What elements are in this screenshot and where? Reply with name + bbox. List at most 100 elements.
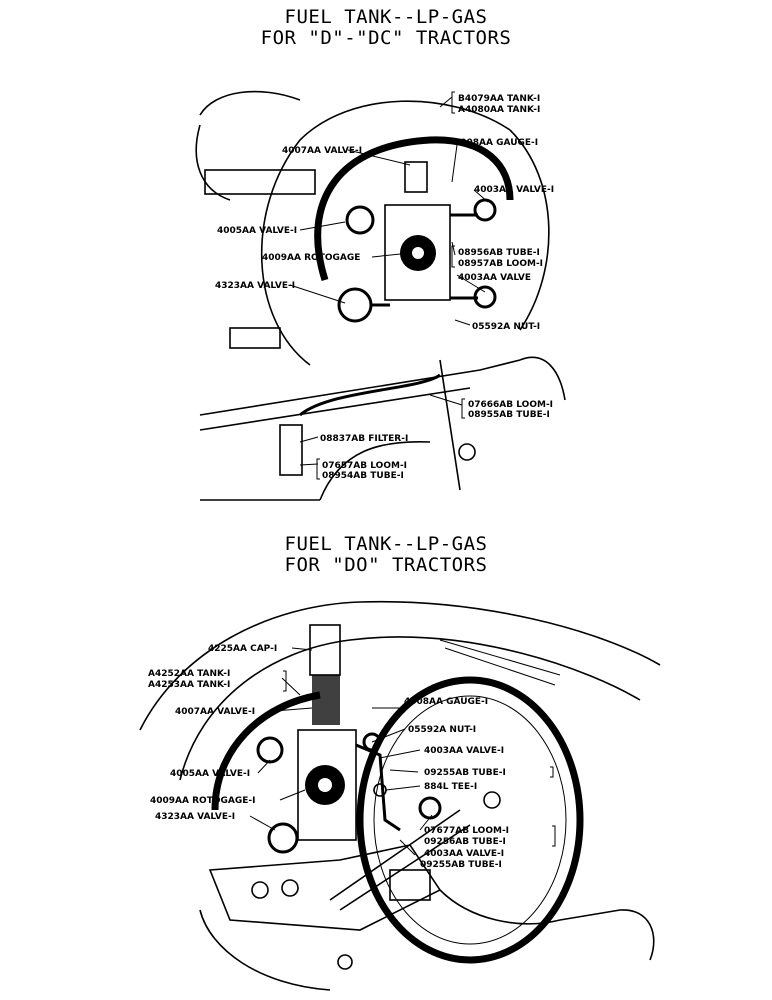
- section2-figure: 4225AA CAP-I A4252AA TANK-I A4253AA TANK…: [0, 590, 772, 995]
- s1-label-tank-b: A4080AA TANK-I: [458, 105, 540, 115]
- s2-valve-top: [312, 675, 340, 725]
- s2-valve-left-upper: [256, 736, 284, 764]
- s2-dash-hatch: [439, 639, 561, 686]
- s1-leader-rotogage: [371, 252, 411, 258]
- s2-tee: [373, 783, 387, 797]
- s1-leader-filter: [299, 436, 319, 443]
- s1-label-valve4007: 4007AA VALVE-I: [282, 146, 362, 156]
- s2-hood-inner: [179, 636, 641, 781]
- section1-title: FUEL TANK--LP-GAS FOR "D"-"DC" TRACTORS: [0, 7, 772, 49]
- s2-leaders: [249, 647, 433, 856]
- s2-bracket-loom: [552, 825, 556, 847]
- s1-label-nut: 05592A NUT-I: [472, 322, 540, 332]
- s2-label-valve4323: 4323AA VALVE-I: [155, 812, 235, 822]
- s1-label-rotogage: 4009AA ROTOGAGE: [262, 253, 360, 263]
- s1-frame-rail: [199, 359, 521, 416]
- s1-manifold: [384, 204, 451, 301]
- s1-rotogage-center: [412, 247, 424, 259]
- s1-label-tube08954: 08954AB TUBE-I: [322, 471, 404, 481]
- s2-steering-wheel-inner: [373, 695, 567, 945]
- section2-illustration: 4225AA CAP-I A4252AA TANK-I A4253AA TANK…: [139, 600, 661, 991]
- s1-leader-valve4323: [289, 284, 346, 304]
- s2-label-tube09256: 09256AB TUBE-I: [424, 837, 506, 847]
- s1-leader-valve4003: [473, 189, 489, 203]
- s2-steering-wheel: [356, 676, 584, 964]
- s1-leader-valve4007: [347, 149, 411, 166]
- s2-leader-nut: [371, 728, 406, 743]
- s2-label-cap: 4225AA CAP-I: [208, 644, 277, 654]
- s1-bracket-loom: [461, 398, 465, 419]
- s2-rotogage-center: [318, 778, 332, 792]
- s1-label-valve4323: 4323AA VALVE-I: [215, 281, 295, 291]
- s1-label-valve4003-top: 4003AA VALVE-I: [474, 185, 554, 195]
- s1-label-valve4005: 4005AA VALVE-I: [217, 226, 297, 236]
- s2-lower-curve: [199, 909, 331, 991]
- section1-title-line2: FOR "D"-"DC" TRACTORS: [260, 27, 512, 49]
- s1-leader-loom2: [299, 463, 319, 466]
- s1-label-loom07666: 07666AB LOOM-I: [468, 400, 553, 410]
- section2-title-line1: FUEL TANK--LP-GAS: [284, 533, 488, 555]
- s2-gauge-1: [251, 881, 269, 899]
- s2-leader-loom: [419, 814, 433, 831]
- section1-illustration: B4079AA TANK-I A4080AA TANK-I 4007AA VAL…: [195, 90, 566, 501]
- s1-bracket-tube: [451, 245, 455, 268]
- s2-label-gauge: 4008AA GAUGE-I: [404, 697, 488, 707]
- s1-frame-rail-2: [199, 387, 471, 431]
- s2-tube: [355, 743, 401, 832]
- s1-right-frame: [519, 356, 566, 401]
- s2-label-tank-b: A4253AA TANK-I: [148, 680, 230, 690]
- s2-label-valve4003-top: 4003AA VALVE-I: [424, 746, 504, 756]
- s2-gauge-2: [281, 879, 299, 897]
- s1-leader-loom: [429, 394, 463, 406]
- s1-leader-valve4005: [299, 221, 346, 231]
- s2-console: [208, 844, 442, 931]
- section2-title-line2: FOR "DO" TRACTORS: [284, 554, 488, 576]
- s1-leader-valve4003b: [456, 274, 486, 293]
- s1-label-tube08956: 08956AB TUBE-I: [458, 248, 540, 258]
- s2-manifold: [297, 729, 357, 841]
- s1-leader-gauge: [451, 144, 458, 183]
- s1-label-valve4003-mid: 4003AA VALVE: [458, 273, 531, 283]
- s1-fender: [195, 124, 231, 201]
- s1-valve-right-upper: [473, 198, 497, 222]
- s2-ring-fitting: [483, 791, 501, 809]
- s1-bracket-tank: [451, 91, 455, 114]
- s2-steering-column-2: [339, 824, 471, 911]
- section2-title: FUEL TANK--LP-GAS FOR "DO" TRACTORS: [0, 534, 772, 576]
- s1-bolt: [458, 443, 476, 461]
- s1-label-loom08957: 08957AB LOOM-I: [458, 259, 543, 269]
- s2-label-tube09255-bot: 09255AB TUBE-I: [420, 860, 502, 870]
- s2-leader-tank: [281, 677, 301, 696]
- s2-leader-tube: [389, 769, 419, 773]
- s2-bracket-tank: [283, 670, 287, 692]
- s1-lower-lines: [200, 440, 431, 501]
- section1-title-line1: FUEL TANK--LP-GAS: [284, 6, 488, 28]
- s2-valve-left-lower: [267, 822, 299, 854]
- s1-strut: [439, 359, 461, 491]
- s1-bracket-loom2: [316, 458, 320, 480]
- s1-leader-tube: [451, 241, 456, 256]
- s2-leader-cap: [291, 647, 313, 651]
- s2-label-valve4007: 4007AA VALVE-I: [175, 707, 255, 717]
- s1-hose-loom: [299, 373, 441, 417]
- s2-loom-fitting: [418, 796, 442, 820]
- s1-label-gauge: 4008AA GAUGE-I: [454, 138, 538, 148]
- s2-right-lower: [439, 889, 561, 925]
- s2-leader-tee: [385, 785, 421, 791]
- s1-label-tube08955: 08955AB TUBE-I: [468, 410, 550, 420]
- s2-right-frame: [559, 909, 655, 961]
- s1-label-filter: 08837AB FILTER-I: [320, 434, 408, 444]
- s2-label-valve4003-bot: 4003AA VALVE-I: [424, 849, 504, 859]
- s2-steering-column: [329, 809, 461, 901]
- s2-leader-valve4005: [257, 759, 271, 774]
- s2-leader-valve4003b: [399, 839, 416, 856]
- s2-leader-valve4007: [273, 707, 313, 712]
- s1-valve-top: [404, 161, 428, 193]
- s2-label-tee: 884L TEE-I: [424, 782, 477, 792]
- s2-label-tube09255-top: 09255AB TUBE-I: [424, 768, 506, 778]
- s2-label-loom07677: 07677AB LOOM-I: [424, 826, 509, 836]
- s1-leader-nut: [454, 319, 471, 326]
- s2-bracket-tube: [550, 766, 554, 778]
- s2-box: [389, 869, 431, 901]
- s2-label-rotogage: 4009AA ROTOGAGE-I: [150, 796, 255, 806]
